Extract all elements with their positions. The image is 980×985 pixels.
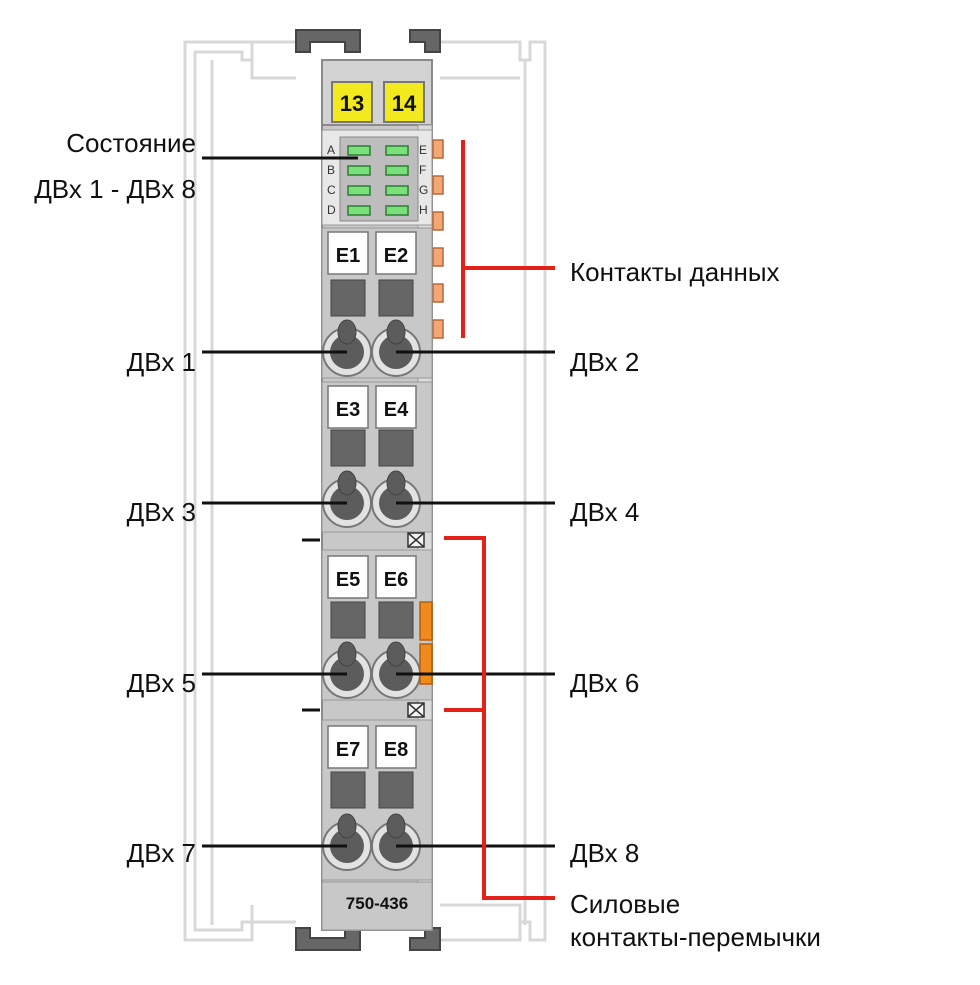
bottom-clip [295, 927, 441, 951]
tag-e1 [327, 231, 369, 275]
svg-text:E6: E6 [384, 569, 408, 591]
label-dvx7: ДВх 7 [126, 838, 196, 868]
release-slot-1 [330, 279, 366, 317]
model-number: 750-436 [346, 894, 408, 913]
label-dvx5: ДВх 5 [126, 668, 196, 698]
label-dvx8: ДВх 8 [570, 838, 640, 868]
marker-13: 13 [331, 81, 373, 123]
marker-14: 14 [383, 81, 425, 123]
tag-e2 [375, 231, 417, 275]
led-g [385, 185, 409, 196]
svg-text:H: H [419, 203, 428, 217]
led-h [385, 205, 409, 216]
led-d [347, 205, 371, 216]
leader-lines [202, 156, 555, 848]
status-leds [347, 145, 409, 216]
svg-text:E: E [419, 143, 427, 157]
red-callouts [444, 140, 555, 900]
svg-text:E3: E3 [336, 399, 360, 421]
tag-e4 [375, 385, 417, 429]
label-dvx1: ДВх 1 [126, 347, 196, 377]
channel-block-3-4: E3 E4 [321, 381, 433, 533]
svg-text:E1: E1 [336, 245, 360, 267]
svg-text:F: F [419, 163, 426, 177]
channel-block-1-2: E1 E2 [321, 227, 433, 379]
power-jumper-bottom-marker [407, 702, 425, 718]
led-e [385, 145, 409, 156]
svg-text:B: B [327, 163, 335, 177]
channel-block-7-8: E7 E8 [321, 719, 433, 881]
svg-text:E8: E8 [384, 739, 408, 761]
label-power-jumper-line2: контакты-перемычки [570, 922, 821, 952]
svg-text:E7: E7 [336, 739, 360, 761]
label-dvx2: ДВх 2 [570, 347, 640, 377]
data-contacts [432, 139, 444, 339]
svg-text:D: D [327, 203, 336, 217]
svg-text:G: G [419, 183, 428, 197]
power-jumper-top-marker [407, 532, 425, 548]
label-dvx3: ДВх 3 [126, 497, 196, 527]
release-slot-2 [378, 279, 414, 317]
tag-e7 [327, 725, 369, 769]
svg-text:E5: E5 [336, 569, 360, 591]
svg-text:A: A [327, 143, 335, 157]
svg-text:C: C [327, 183, 336, 197]
led-b [347, 165, 371, 176]
label-dvx6: ДВх 6 [570, 668, 640, 698]
led-letters-left: A B C D [327, 143, 336, 217]
din-rail-outline [183, 40, 547, 942]
tag-e5 [327, 555, 369, 599]
svg-text:14: 14 [392, 91, 417, 116]
led-letters-right: E F G H [419, 143, 428, 217]
label-power-jumper-line1: Силовые [570, 889, 681, 919]
callout-power-jumper-bracket [444, 536, 555, 900]
top-clip [295, 29, 441, 53]
svg-text:E4: E4 [384, 399, 409, 421]
tag-e6 [375, 555, 417, 599]
svg-text:E2: E2 [384, 245, 408, 267]
tag-e3 [327, 385, 369, 429]
label-dvx4: ДВх 4 [570, 497, 640, 527]
led-f [385, 165, 409, 176]
label-data-contacts: Контакты данных [570, 257, 780, 287]
led-c [347, 185, 371, 196]
tag-e8 [375, 725, 417, 769]
led-a [347, 145, 371, 156]
label-status-range: ДВх 1 - ДВх 8 [34, 174, 196, 204]
model-plate [321, 881, 433, 931]
label-status: Состояние [66, 128, 196, 158]
channel-block-5-6: E5 E6 [321, 549, 433, 701]
svg-text:13: 13 [340, 91, 364, 116]
